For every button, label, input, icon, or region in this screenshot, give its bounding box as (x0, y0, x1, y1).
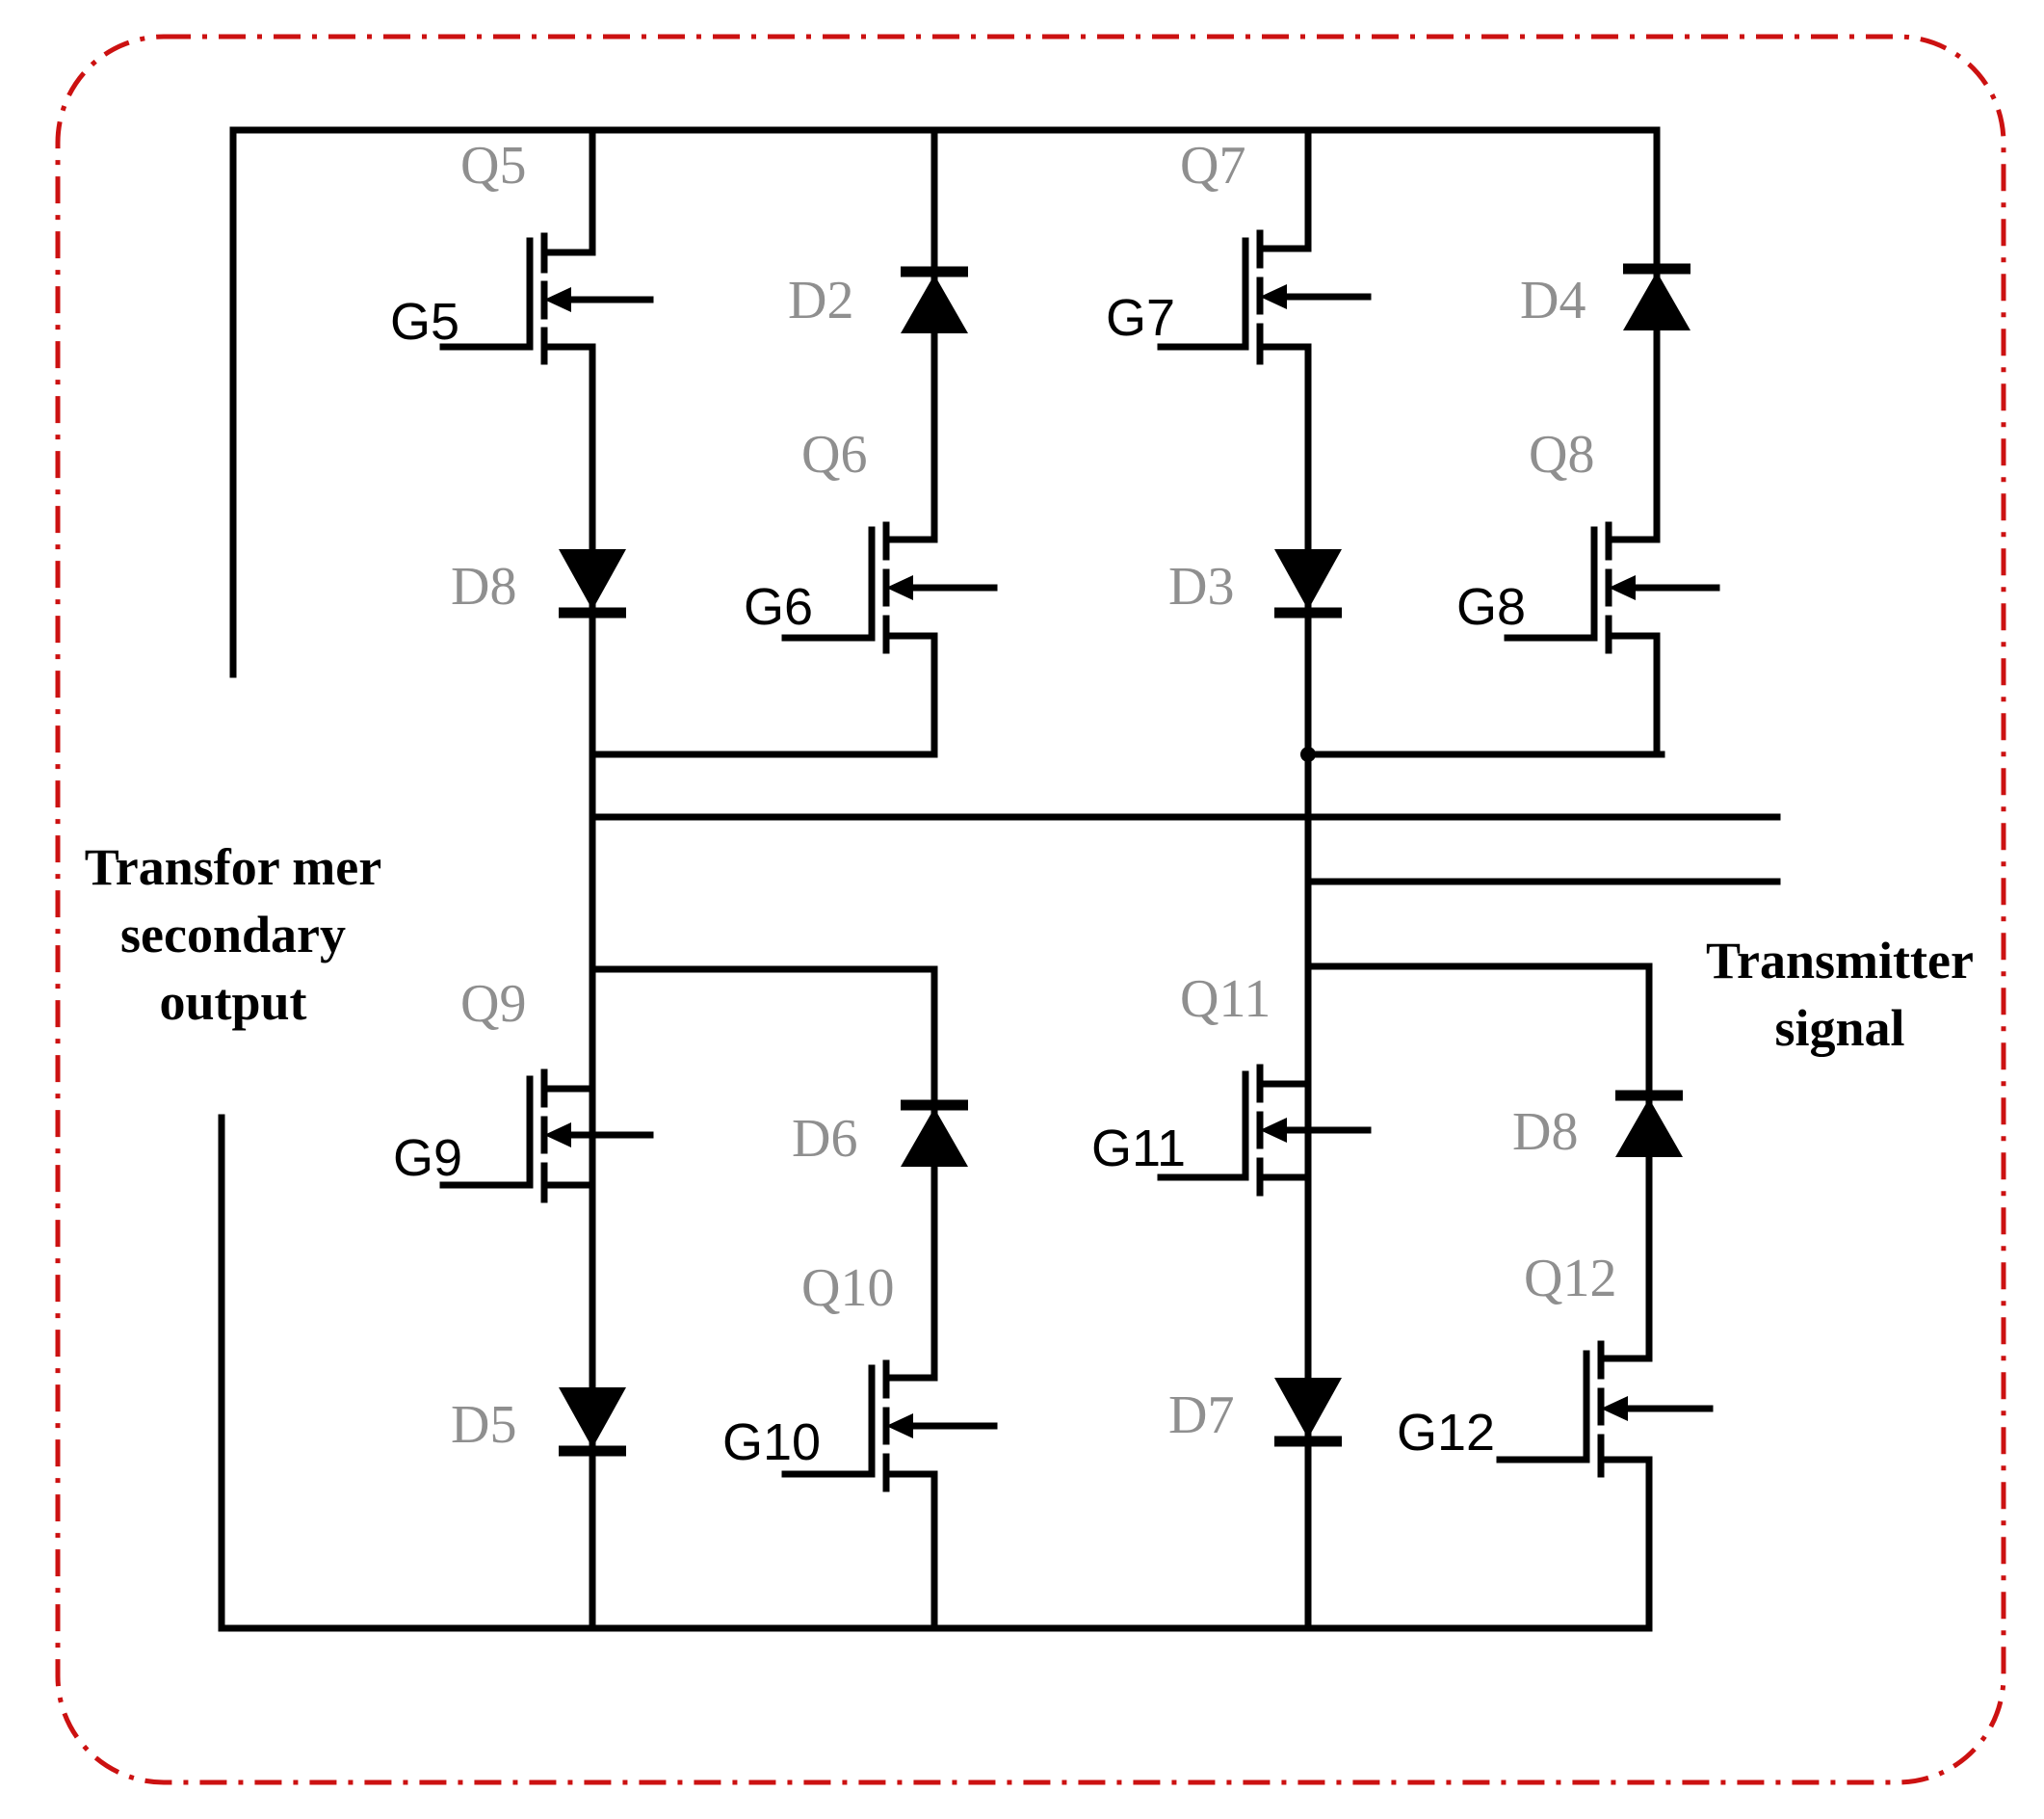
label-g9: G9 (393, 1129, 462, 1187)
label-q9: Q9 (460, 974, 526, 1034)
mosfet-q8 (1504, 521, 1720, 654)
diode-d7 (1274, 1378, 1342, 1447)
mosfet-q10 (781, 1359, 998, 1492)
label-d5: D5 (451, 1395, 516, 1455)
mosfet-q6 (781, 521, 998, 654)
label-d8-upper: D8 (451, 557, 516, 617)
label-d3: D3 (1168, 557, 1234, 617)
diode-d5 (559, 1387, 626, 1457)
label-g10: G10 (722, 1413, 821, 1471)
label-d7: D7 (1168, 1385, 1234, 1445)
label-g6: G6 (744, 578, 813, 636)
label-d6: D6 (792, 1109, 857, 1169)
label-q7: Q7 (1180, 136, 1245, 196)
mosfet-q5 (439, 232, 654, 365)
mosfet-q12 (1496, 1340, 1714, 1478)
label-q6: Q6 (801, 425, 867, 485)
diode-d8-upper (559, 549, 626, 619)
module-border (55, 34, 2006, 1785)
transformer-label-line1: Transfor mer (85, 838, 381, 896)
mosfet-q11 (1157, 1064, 1372, 1197)
mosfet-q7 (1157, 229, 1372, 365)
diode-d6 (901, 1099, 968, 1167)
diode-d3 (1274, 549, 1342, 619)
label-g12: G12 (1397, 1404, 1495, 1462)
label-g7: G7 (1106, 289, 1175, 347)
diode-d8-lower (1615, 1090, 1683, 1157)
label-q11: Q11 (1180, 969, 1271, 1029)
junction-dot (1300, 747, 1316, 762)
label-d2: D2 (788, 271, 853, 330)
diode-d4 (1623, 263, 1690, 330)
label-d4: D4 (1520, 271, 1585, 330)
label-q8: Q8 (1529, 425, 1594, 485)
label-q10: Q10 (801, 1258, 894, 1318)
transformer-label-line2: secondary (120, 906, 346, 963)
label-q12: Q12 (1524, 1249, 1616, 1308)
label-g8: G8 (1456, 578, 1526, 636)
transmitter-label-line1: Transmitter (1706, 932, 1974, 989)
label-g11: G11 (1091, 1120, 1186, 1177)
label-q5: Q5 (460, 136, 526, 196)
wires (218, 126, 1781, 1632)
diode-d2 (901, 266, 968, 333)
transformer-label-line3: output (159, 973, 306, 1031)
mosfet-q9 (439, 1068, 654, 1203)
label-g5: G5 (390, 293, 459, 351)
transmitter-label-line2: signal (1774, 999, 1904, 1057)
label-d8-lower: D8 (1512, 1102, 1578, 1162)
